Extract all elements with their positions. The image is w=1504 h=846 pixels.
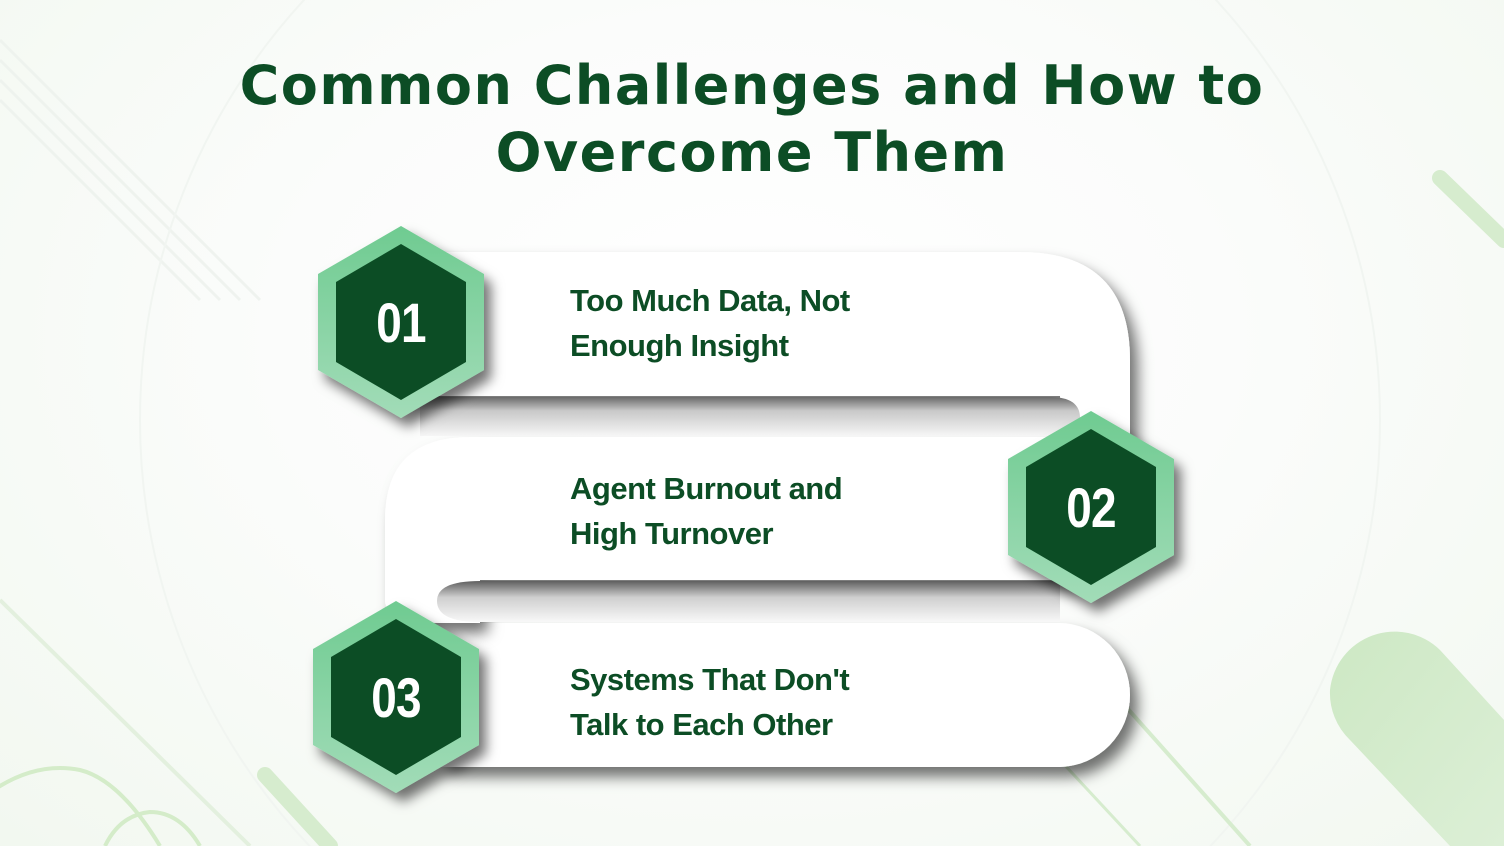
challenge-2-text: Agent Burnout and High Turnover bbox=[570, 466, 843, 556]
challenge-1-text: Too Much Data, Not Enough Insight bbox=[570, 278, 850, 368]
challenge-2-line-2: High Turnover bbox=[570, 516, 774, 551]
band-3 bbox=[440, 623, 1130, 767]
challenge-2-number-badge: 02 bbox=[1006, 409, 1176, 605]
challenge-1-number-badge: 01 bbox=[316, 224, 486, 420]
challenge-3-line-1: Systems That Don't bbox=[570, 662, 850, 697]
slot-2-3 bbox=[437, 581, 1060, 622]
band-2 bbox=[385, 437, 1090, 623]
challenge-1-number: 01 bbox=[376, 290, 426, 354]
challenge-1-line-2: Enough Insight bbox=[570, 328, 789, 363]
challenge-3-number-badge: 03 bbox=[311, 599, 481, 795]
challenge-3-number: 03 bbox=[371, 665, 421, 729]
hexagon-icon bbox=[1008, 411, 1174, 603]
page-title-line-1: Common Challenges and How to bbox=[239, 54, 1265, 117]
page-title: Common Challenges and How to Overcome Th… bbox=[0, 52, 1504, 186]
challenge-2-line-1: Agent Burnout and bbox=[570, 471, 843, 506]
challenge-3-line-2: Talk to Each Other bbox=[570, 707, 833, 742]
page-title-line-2: Overcome Them bbox=[495, 121, 1009, 184]
hexagon-icon bbox=[313, 601, 479, 793]
hexagon-icon bbox=[318, 226, 484, 418]
challenge-2-number: 02 bbox=[1066, 475, 1116, 539]
challenge-1-line-1: Too Much Data, Not bbox=[570, 283, 850, 318]
challenge-3-text: Systems That Don't Talk to Each Other bbox=[570, 657, 850, 747]
slot-1-2 bbox=[420, 397, 1080, 436]
band-1 bbox=[400, 252, 1130, 560]
